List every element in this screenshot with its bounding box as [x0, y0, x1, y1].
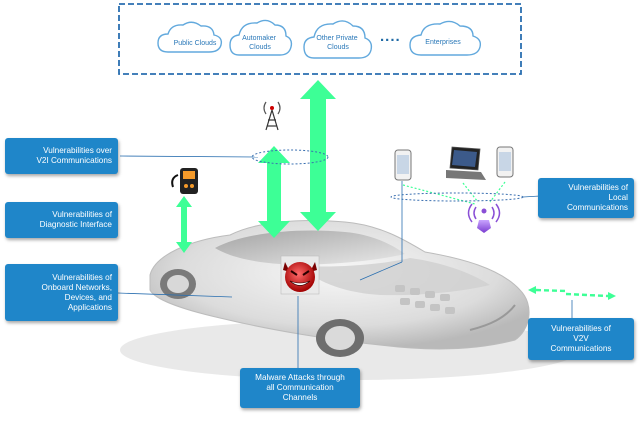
malware-devil-icon — [280, 255, 320, 295]
car-image — [149, 220, 530, 357]
laptop-icon — [446, 146, 486, 180]
callout-connectors — [117, 155, 573, 368]
cloud-automaker-label: Automaker Clouds — [242, 35, 278, 51]
smartphone-icon-left — [394, 149, 412, 181]
callout-onboard: Vulnerabilities of Onboard Networks, Dev… — [5, 264, 118, 321]
cloud-public: Public Clouds — [157, 21, 223, 53]
obd-scanner-icon — [171, 168, 198, 194]
cloud-ellipsis: .... — [380, 28, 401, 45]
arrow-cloud — [300, 80, 336, 231]
v2i-ring — [251, 149, 329, 165]
smartphone-icon-right — [496, 146, 514, 178]
local-ring — [390, 192, 524, 202]
local-links — [402, 181, 506, 205]
arrow-diagnostic — [176, 196, 192, 253]
cloud-automaker: Automaker Clouds — [229, 19, 293, 56]
callout-v2v: Vulnerabilities of V2V Communications — [528, 318, 634, 360]
callout-diagnostic: Vulnerabilities of Diagnostic Interface — [5, 202, 118, 238]
wireless-hub-icon — [467, 203, 501, 233]
cell-tower-icon — [263, 101, 281, 131]
cloud-private: Other Private Clouds — [303, 20, 373, 59]
cloud-public-label: Public Clouds — [174, 40, 217, 47]
cloud-enterprises-label: Enterprises — [425, 39, 461, 46]
v2v-arrows — [528, 286, 616, 300]
cloud-enterprises: Enterprises — [409, 20, 482, 56]
callout-v2i: Vulnerabilities over V2I Communications — [5, 138, 118, 174]
arrow-tower — [258, 146, 290, 238]
callout-malware: Malware Attacks through all Communicatio… — [240, 368, 360, 408]
cloud-private-label: Other Private Clouds — [316, 35, 359, 51]
callout-local: Vulnerabilities of Local Communications — [538, 178, 634, 218]
